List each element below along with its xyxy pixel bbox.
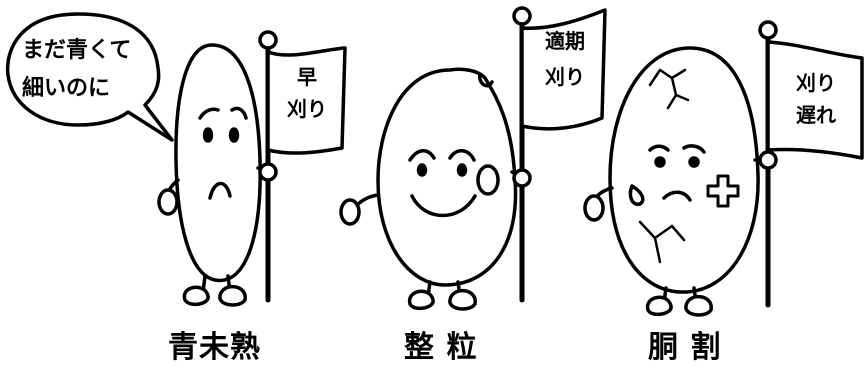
flag-3-line-2: 遅れ (796, 103, 836, 127)
caption-cracked-grain: 胴 割 (648, 330, 722, 365)
flag-1-line-2: 刈り (287, 97, 327, 121)
flag-3-line-1: 刈り (796, 71, 836, 95)
speech-bubble (5, 12, 174, 142)
flag-2-line-2: 刈り (545, 65, 585, 89)
cracked-grain-character (583, 20, 864, 317)
speech-bubble-line-1: まだ青くて (22, 38, 132, 63)
flag-2-line-1: 適期 (545, 29, 585, 53)
whole-grain-character (339, 6, 607, 311)
immature-grain-character (157, 30, 347, 307)
caption-immature-grain: 青未熟 (168, 330, 261, 365)
speech-bubble-line-2: 細いのに (22, 76, 111, 101)
flag-1-line-1: 早 (297, 65, 317, 89)
caption-whole-grain: 整 粒 (404, 330, 478, 365)
